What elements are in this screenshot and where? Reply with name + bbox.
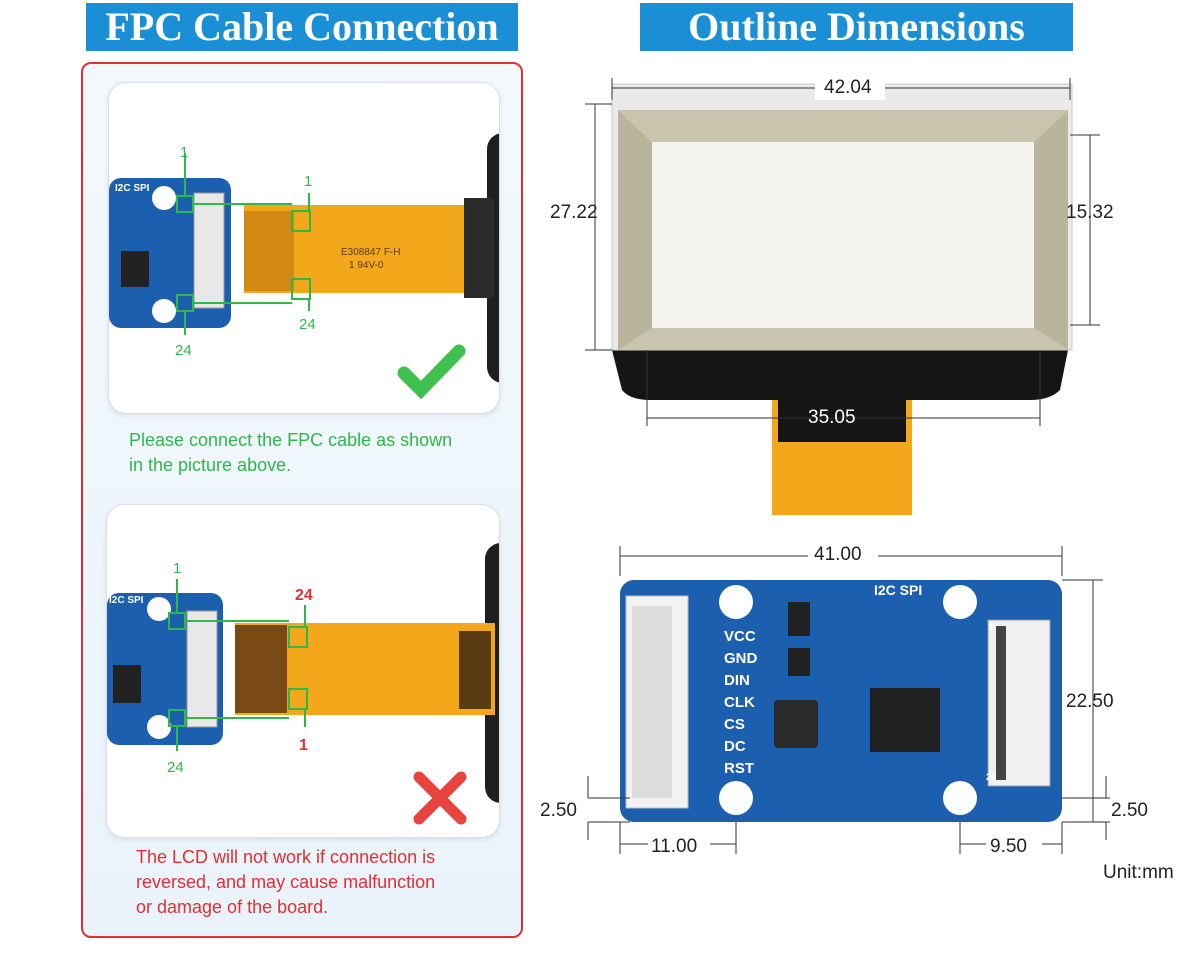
mount-hole [147,597,171,621]
wrong-connection-card: I2C SPI 1 24 1 24 [106,504,500,838]
driver-chip [113,665,141,703]
cable-print-1: E308847 F-H [341,247,400,258]
left-hole-x-dim: 11.00 [651,836,698,857]
wrong-caption-line-1: The LCD will not work if connection is [136,847,436,867]
fpc-pin-1-label: 1 [988,622,994,632]
pin-label-clk: CLK [724,694,755,711]
oled-outline-drawing [585,76,1100,515]
fpc-socket [193,192,225,309]
oled-active-height-dim: 15.32 [1066,202,1114,223]
pin-label-top-left: 1 [173,560,181,577]
cable-print-2: 1 94V-0 [349,260,384,271]
mount-hole [719,781,753,815]
mount-hole [152,299,176,323]
fpc-connection-banner: FPC Cable Connection [86,3,518,51]
correct-caption-line-1: Please connect the FPC cable as shown [129,430,453,450]
right-hole-x-dim: 9.50 [990,836,1027,857]
wrong-connection-illustration: I2C SPI 1 24 1 24 [107,543,499,825]
fpc-contacts [244,211,294,291]
hole-offset-left-dim: 2.50 [540,800,577,821]
lcd-connector [459,631,491,709]
buzzer [774,700,818,748]
correct-caption-line-2: in the picture above. [129,455,292,475]
pin-label-dc: DC [724,738,746,755]
mount-hole [152,186,176,210]
glass-bevel [618,328,1068,350]
oled-height-dim: 27.22 [550,202,598,223]
fpc-pin-24-label: 24 [986,772,997,782]
board-pcb [620,580,1062,822]
mount-hole [147,715,171,739]
driver-chip [121,251,149,287]
pin-label-gnd: GND [724,650,758,667]
board-mode-label: I2C SPI [115,183,150,194]
pin-label-bottom-left: 24 [167,759,184,776]
pin-label-bottom-right: 1 [299,737,308,754]
wrong-caption-line-3: or damage of the board. [136,897,329,917]
pin-label-cs: CS [724,716,745,733]
driver-ic [870,688,940,752]
board-width-dim: 41.00 [814,544,862,565]
cross-icon [413,771,467,825]
pin-header-slot [632,606,672,798]
correct-connection-illustration: E308847 F-H 1 94V-0 I2C SPI 1 1 24 24 [109,133,499,400]
correct-connection-card: E308847 F-H 1 94V-0 I2C SPI 1 1 24 24 [108,82,500,414]
glass-bevel [1034,110,1068,350]
pin-label-rst: RST [724,760,754,777]
pin-label-vcc: VCC [724,628,756,645]
hole-offset-right-dim: 2.50 [1111,800,1148,821]
board-height-dim: 22.50 [1066,691,1114,712]
oled-active-area [652,142,1034,328]
pin-label-top-right: 24 [295,587,313,604]
fpc-socket-contacts [996,626,1006,780]
oled-width-dim: 42.04 [824,77,872,98]
pin-label-din: DIN [724,672,750,689]
check-icon [397,344,466,400]
pin-label-top-right: 1 [304,173,312,190]
fpc-contacts [235,625,287,713]
mount-hole [943,781,977,815]
glass-bevel [618,110,652,350]
regulator [788,602,810,636]
mount-hole [943,585,977,619]
glass-bevel [618,110,1068,142]
oled-fpc-bond [778,400,906,442]
driver-board-drawing [587,542,1110,856]
fpc-socket [186,610,218,728]
board-mode-label: I2C SPI [874,582,923,598]
regulator [788,648,810,676]
pin-label-top-left: 1 [180,144,188,161]
oled-back [612,350,1068,400]
lcd-connector [464,198,494,298]
mount-hole [719,585,753,619]
pin-label-bottom-right: 24 [299,316,316,333]
outline-dimensions-banner: Outline Dimensions [640,3,1073,51]
pin-label-bottom-left: 24 [175,342,192,359]
wrong-caption-line-2: reversed, and may cause malfunction [136,872,436,892]
oled-active-width-dim: 35.05 [808,407,856,428]
unit-label: Unit:mm [1103,862,1174,883]
board-mode-label: I2C SPI [109,595,144,606]
